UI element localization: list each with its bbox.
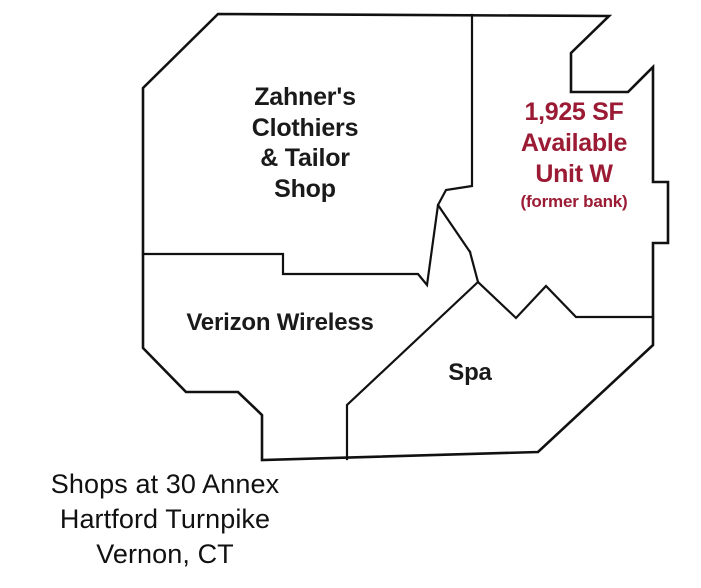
wall-zahners-unitw	[436, 13, 474, 254]
caption-line-city-state: Vernon, CT	[96, 539, 234, 570]
wall-unitw-spa-zigzag	[468, 250, 655, 320]
unit-label-zahners: Zahner's Clothiers & Tailor Shop	[251, 83, 359, 203]
available-unit-text: Unit W	[535, 159, 613, 188]
available-size-text: 1,925 SF	[524, 98, 624, 126]
wall-zahners-verizon	[141, 203, 440, 288]
wall-spa-verizon-diagonal	[345, 280, 480, 461]
available-note-text: (former bank)	[520, 192, 628, 212]
unit-label-spa: Spa	[448, 359, 492, 386]
caption-line-street: Hartford Turnpike	[59, 504, 271, 535]
available-unit-callout: 1,925 SF Available Unit W (former bank)	[483, 97, 665, 214]
available-status-text: Available	[520, 128, 628, 157]
unit-label-verizon: Verizon Wireless	[186, 309, 374, 336]
building-outline	[141, 12, 670, 462]
caption-line-property-name: Shops at 30 Annex	[50, 469, 280, 499]
property-caption: Shops at 30 Annex Hartford Turnpike Vern…	[0, 467, 330, 572]
